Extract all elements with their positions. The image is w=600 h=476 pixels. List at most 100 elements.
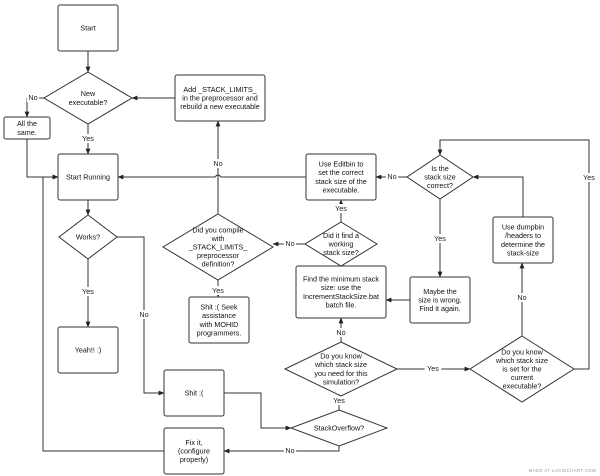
decision-stackoverflow[interactable]: StackOverflow? (289, 409, 389, 447)
edge-label-no: No (285, 446, 294, 455)
node-text-line: with MOHID (199, 320, 239, 329)
edge-label-background (385, 172, 399, 181)
node-text-line: with (211, 234, 225, 243)
node-text-line: is set for the (502, 365, 541, 374)
edge-label-yes: Yes (434, 234, 446, 243)
edge-label-background (137, 310, 151, 319)
edge-label-background (334, 328, 348, 337)
node-text-line: size: use the (321, 283, 361, 292)
decision-diamond (283, 341, 399, 397)
node-text-line: Shit :( (185, 389, 204, 398)
node-text-line: Maybe the (423, 287, 457, 296)
node-text-line: same. (17, 128, 37, 137)
edge-line (437, 139, 590, 370)
node-text-line: Do you know (320, 352, 362, 361)
node-text-line: Use Editbin to (319, 160, 364, 169)
process-start[interactable]: Start (57, 4, 119, 52)
edge-line (117, 174, 306, 180)
node-text-line: correct? (427, 181, 453, 190)
process-shit[interactable]: Shit :( (163, 369, 225, 417)
edge-new-exe-to-all-same: No (24, 93, 44, 118)
node-text-line: rebuild a new executable (180, 102, 260, 111)
process-start-running[interactable]: Start Running (57, 153, 119, 201)
node-text-line: set the correct (318, 168, 364, 177)
edge-know-need-to-find-min: No (334, 317, 348, 342)
edge-label-background (431, 234, 449, 243)
process-box (492, 216, 554, 264)
node-text-line: programmers. (197, 328, 242, 337)
node-text-line: stack size? (323, 248, 359, 257)
process-box (163, 369, 225, 417)
edge-stackoverflow-to-fix-it: No (223, 446, 340, 455)
edge-label-background (580, 173, 598, 182)
edge-fix-it-to-start-running (42, 174, 164, 452)
edge-is-correct-to-editbin: No (375, 172, 407, 181)
process-add-stack[interactable]: Add _STACK_LIMITS_in the preprocessor an… (174, 74, 266, 122)
node-text-line: (configure (178, 447, 210, 456)
edge-did-compile-to-seek-help: Yes (209, 280, 227, 298)
node-text-line: executable? (69, 98, 108, 107)
edge-label-no: No (28, 93, 37, 102)
node-text-line: Add _STACK_LIMITS_ (183, 85, 257, 94)
node-text-line: preprocessor (197, 251, 240, 260)
edge-works-to-yeah: Yes (79, 259, 97, 328)
edge-label-yes: Yes (82, 287, 94, 296)
node-text-line: assistance (202, 311, 236, 320)
decision-did-compile[interactable]: Did you compilewith_STACK_LIMITS_preproc… (162, 213, 274, 281)
node-text-line: stack size (424, 173, 456, 182)
edge-label-no: No (336, 328, 345, 337)
edge-line (224, 392, 292, 431)
node-text-line: Find it again. (419, 304, 460, 313)
node-text-line: stack size of the (315, 177, 367, 186)
node-text-line: which stack size (314, 360, 367, 369)
edge-label-background (211, 159, 225, 168)
node-text-line: current (511, 373, 533, 382)
edge-label-yes: Yes (335, 204, 347, 213)
edge-label-yes: Yes (583, 173, 595, 182)
edge-works-to-shit: No (117, 236, 165, 396)
node-text-line: in the preprocessor and (182, 94, 258, 103)
node-text-line: size is wrong. (418, 296, 462, 305)
decision-diamond (162, 213, 274, 281)
process-box (57, 4, 119, 52)
edge-did-compile-to-add-stack: No (211, 120, 225, 214)
edge-label-background (283, 239, 297, 248)
node-text-line: Shit :( Seek (200, 303, 238, 312)
edge-label-no: No (387, 172, 396, 181)
node-text-line: StackOverflow? (314, 424, 364, 433)
node-text-line: Yeah!! :) (75, 346, 102, 355)
decision-diamond (469, 335, 575, 403)
process-box (188, 296, 250, 344)
process-box (163, 427, 225, 475)
node-text-line: determine the (501, 240, 545, 249)
decision-diamond (406, 154, 474, 200)
decision-diamond (43, 71, 133, 125)
node-text-line: Is the (431, 164, 449, 173)
watermark: MADE AT LUCIDCHART.COM (529, 468, 596, 473)
node-text-line: you need for this (314, 369, 368, 378)
edge-label-background (26, 93, 40, 102)
process-yeah[interactable]: Yeah!! :) (57, 326, 119, 374)
node-text-line: IncrementStackSize.bat (303, 292, 379, 301)
edge-dumpbin-to-is-correct (472, 174, 524, 217)
edge-label-background (79, 134, 97, 143)
edge-all-same-to-start-running (26, 139, 59, 180)
edge-label-background (330, 396, 348, 405)
edge-know-need-to-know-set: Yes (397, 364, 471, 373)
decision-works[interactable]: Works? (58, 214, 118, 260)
process-box (57, 326, 119, 374)
